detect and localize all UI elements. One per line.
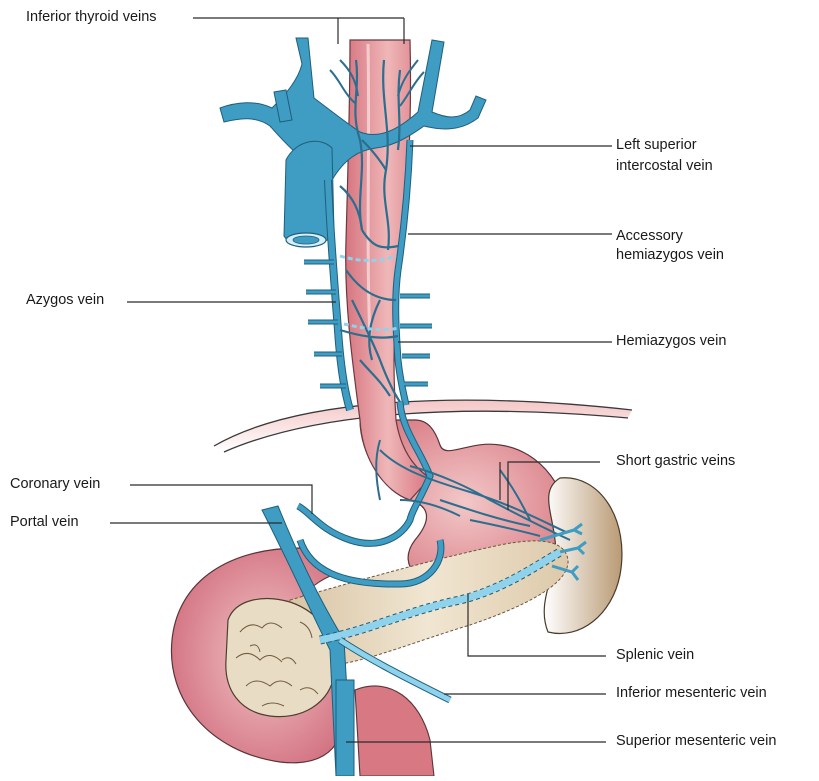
label-splenic-vein: Splenic vein (616, 646, 694, 665)
label-short-gastric-veins: Short gastric veins (616, 452, 735, 471)
superior-mesenteric-vein (336, 680, 354, 776)
label-superior-mesenteric-vein: Superior mesenteric vein (616, 732, 776, 751)
label-hemiazygos-vein: Hemiazygos vein (616, 332, 726, 351)
label-accessory-hemiazygos-line2: hemiazygos vein (616, 246, 724, 265)
label-left-superior-intercostal-line2: intercostal vein (616, 157, 713, 176)
label-azygos-vein: Azygos vein (26, 291, 104, 310)
label-portal-vein: Portal vein (10, 513, 79, 532)
leader-coronary (130, 485, 312, 514)
label-coronary-vein: Coronary vein (10, 475, 100, 494)
label-left-superior-intercostal-line1: Left superior (616, 136, 697, 155)
label-inferior-thyroid-veins: Inferior thyroid veins (26, 8, 157, 27)
label-accessory-hemiazygos-line1: Accessory (616, 227, 683, 246)
jejunum (355, 686, 434, 776)
label-inferior-mesenteric-vein: Inferior mesenteric vein (616, 684, 767, 703)
